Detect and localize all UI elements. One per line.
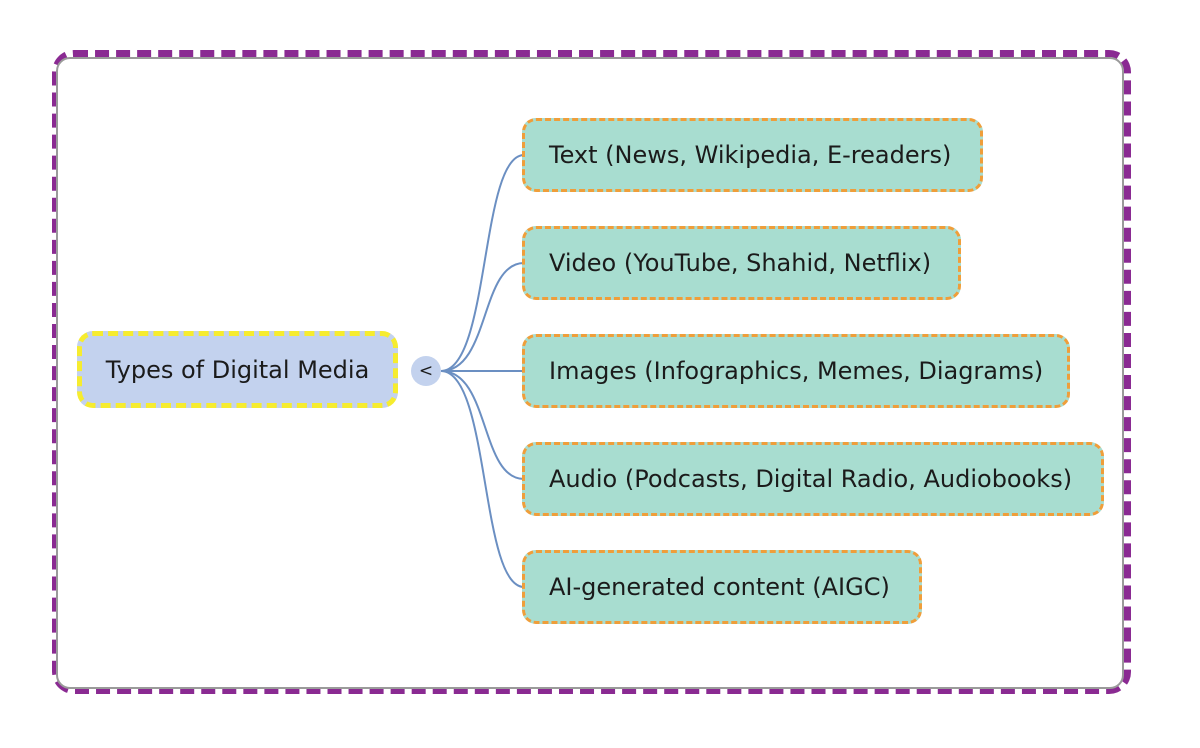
- child-node-audio[interactable]: Audio (Podcasts, Digital Radio, Audioboo…: [522, 442, 1104, 516]
- child-node-label: Video (YouTube, Shahid, Netflix): [549, 249, 932, 277]
- outer-dashed-frame: [52, 50, 1131, 694]
- root-node[interactable]: Types of Digital Media: [77, 331, 398, 408]
- collapse-toggle-button[interactable]: <: [411, 356, 441, 386]
- child-node-images[interactable]: Images (Infographics, Memes, Diagrams): [522, 334, 1070, 408]
- child-node-video[interactable]: Video (YouTube, Shahid, Netflix): [522, 226, 961, 300]
- child-node-label: Text (News, Wikipedia, E-readers): [549, 141, 952, 169]
- root-node-label: Types of Digital Media: [105, 355, 370, 384]
- child-node-label: Images (Infographics, Memes, Diagrams): [549, 357, 1044, 385]
- child-node-label: AI-generated content (AIGC): [549, 573, 890, 601]
- child-node-aigc[interactable]: AI-generated content (AIGC): [522, 550, 922, 624]
- child-node-label: Audio (Podcasts, Digital Radio, Audioboo…: [549, 465, 1073, 493]
- connector-audio: [440, 370, 525, 480]
- connector-video: [440, 262, 525, 372]
- connector-text: [440, 154, 525, 372]
- connector-aigc: [440, 370, 525, 588]
- child-node-text[interactable]: Text (News, Wikipedia, E-readers): [522, 118, 983, 192]
